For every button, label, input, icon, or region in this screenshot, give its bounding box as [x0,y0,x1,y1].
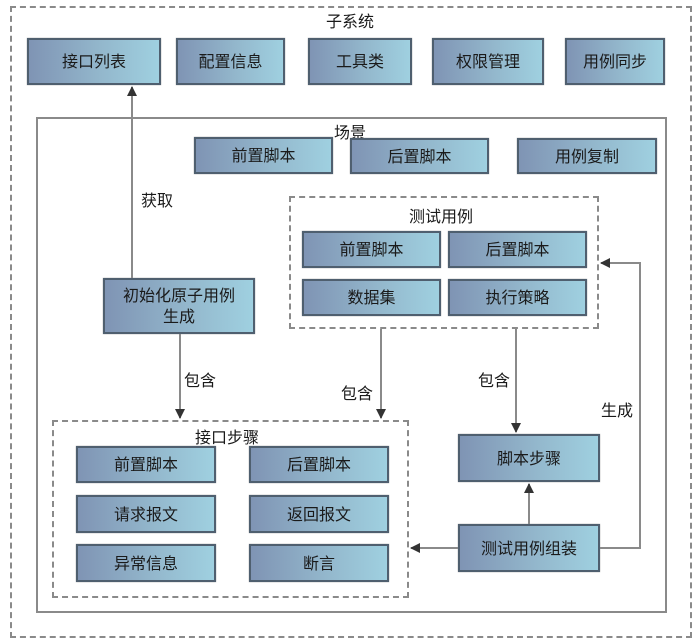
test-case-title: 测试用例 [409,207,474,226]
module-case-sync[interactable]: 用例同步 [565,38,665,85]
scene-post-script[interactable]: 后置脚本 [350,138,489,174]
init-atomic-line2: 生成 [162,307,195,326]
test-case-frame [289,196,599,329]
interface-step-title: 接口步骤 [195,428,260,447]
step-exception-info[interactable]: 异常信息 [76,544,216,582]
module-interface-list[interactable]: 接口列表 [27,38,161,85]
module-tools[interactable]: 工具类 [308,38,412,85]
edge-label-contain-2: 包含 [341,384,374,403]
test-case-post-script[interactable]: 后置脚本 [448,231,587,268]
init-atomic-line1: 初始化原子用例 [122,286,235,305]
step-assertion[interactable]: 断言 [249,544,389,582]
edge-label-generate: 生成 [601,401,634,420]
init-atomic-case-generation[interactable]: 初始化原子用例 生成 [103,278,255,334]
scene-case-copy[interactable]: 用例复制 [517,138,657,174]
scene-title: 场景 [334,123,367,142]
step-pre-script[interactable]: 前置脚本 [76,446,216,483]
script-step[interactable]: 脚本步骤 [458,434,600,482]
step-post-script[interactable]: 后置脚本 [249,446,389,483]
test-case-exec-strategy[interactable]: 执行策略 [448,279,587,316]
edge-label-contain-3: 包含 [478,371,511,390]
edge-label-fetch: 获取 [141,191,174,210]
test-case-pre-script[interactable]: 前置脚本 [302,231,441,268]
scene-pre-script[interactable]: 前置脚本 [194,137,333,174]
interface-step-frame [52,420,409,598]
edge-label-contain-1: 包含 [184,371,217,390]
step-request-message[interactable]: 请求报文 [76,495,216,533]
module-config-info[interactable]: 配置信息 [176,38,285,85]
step-response-message[interactable]: 返回报文 [249,495,389,533]
test-case-assembly[interactable]: 测试用例组装 [458,524,600,572]
test-case-dataset[interactable]: 数据集 [302,279,441,316]
subsystem-title: 子系统 [326,12,375,31]
subsystem-frame [10,6,692,638]
scene-frame [36,117,667,613]
module-permission[interactable]: 权限管理 [432,38,544,85]
